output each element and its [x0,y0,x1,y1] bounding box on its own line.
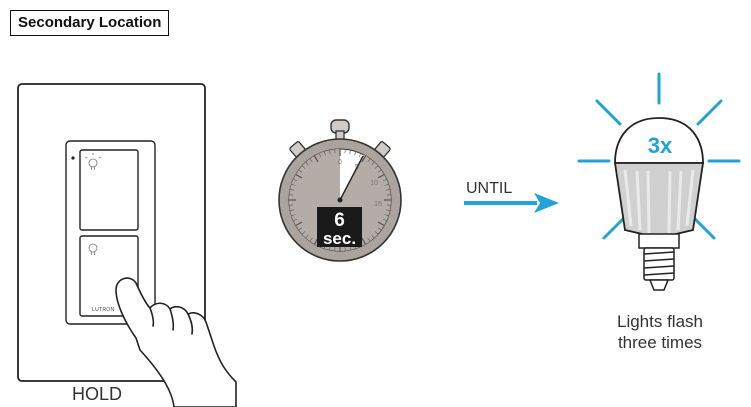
bulb-caption-line2: three times [598,333,722,353]
stopwatch: 0 5 10 15 6 sec. [279,120,401,261]
status-led [71,156,74,159]
bulb-caption-line1: Lights flash [598,312,722,332]
on-button [80,150,138,230]
flash-count: 3x [648,133,673,158]
arrow-head-icon [534,193,559,213]
wall-switch: LUTRON [18,84,236,407]
bulb-screw-base [644,248,674,290]
until-arrow: UNTIL [464,180,559,213]
dial-number-15: 15 [374,201,382,208]
time-readout-seconds: 6 [334,210,345,231]
bulb-neck [639,234,679,248]
hold-caption: HOLD [52,384,142,404]
until-label: UNTIL [466,180,512,197]
brand-label: LUTRON [92,307,114,313]
dial-number-10: 10 [370,180,378,187]
time-readout-unit: sec. [323,229,356,248]
light-bulb: 3x [579,74,739,290]
dial-number-0: 0 [338,159,342,166]
